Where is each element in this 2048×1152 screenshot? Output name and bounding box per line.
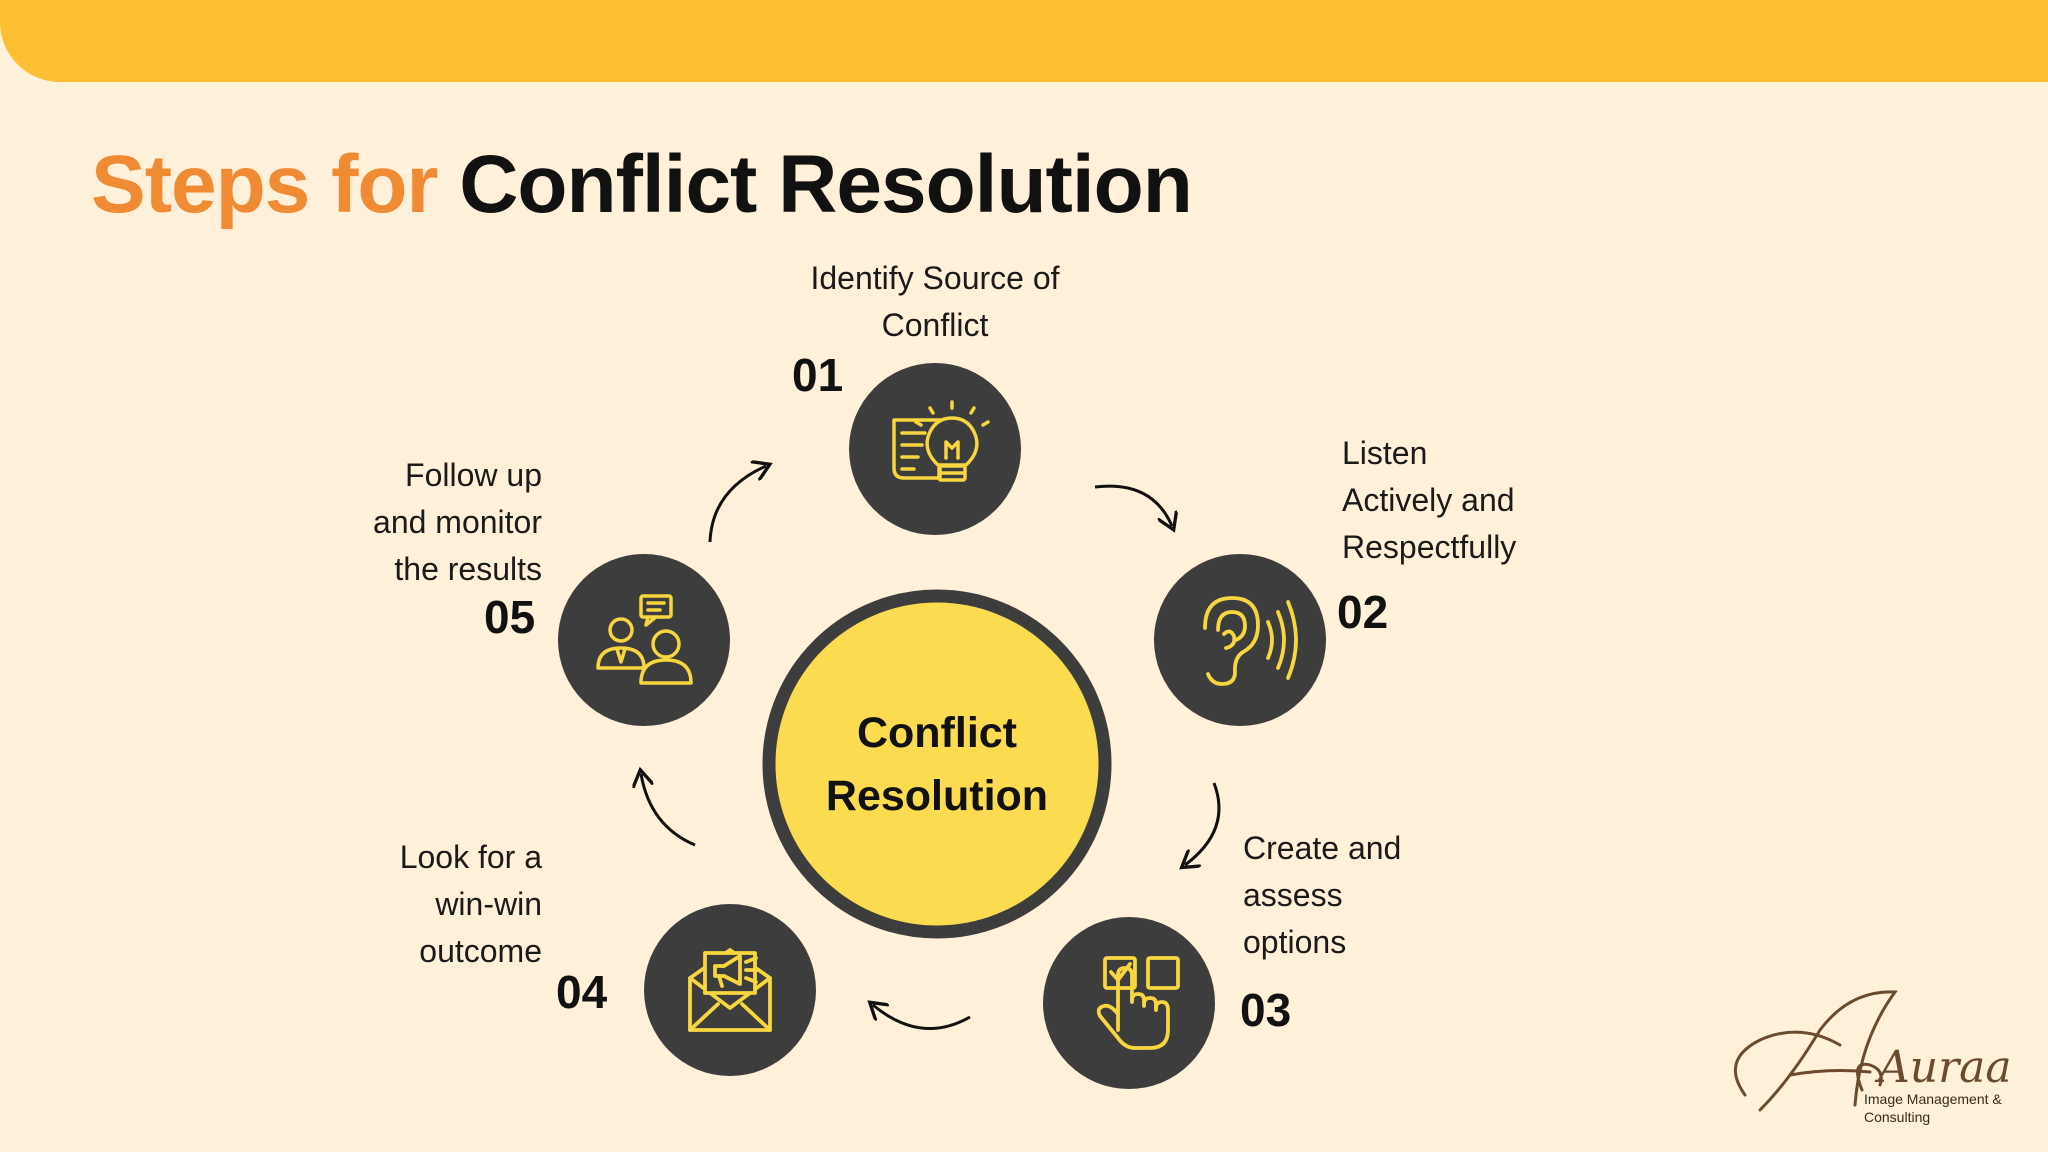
step-04-number: 04 [556, 966, 608, 1018]
step-02-number: 02 [1337, 586, 1389, 638]
center-line-2: Resolution [825, 772, 1049, 820]
logo-sub-line-2: Consulting [1864, 1109, 1931, 1125]
logo-sub-line-1: Image Management & [1864, 1091, 2002, 1107]
step-01-node [849, 363, 1021, 535]
step-04-line-1: Look for a [399, 839, 542, 875]
logo-subtitle: Image Management & Consulting [1864, 1090, 2002, 1126]
step-04-label: Look for a win-win outcome [340, 834, 542, 975]
lightbulb-document-icon [892, 400, 990, 482]
step-04-node [644, 904, 816, 1076]
center-line-1: Conflict [856, 709, 1018, 757]
step-05-line-1: Follow up [405, 457, 542, 493]
center-circle [762, 589, 1112, 939]
page-title: Steps for Conflict Resolution [91, 138, 1193, 232]
arrow-05-to-01 [708, 466, 766, 543]
step-02-label: Listen Actively and Respectfully [1342, 430, 1582, 571]
title-accent: Steps for [91, 139, 438, 230]
people-chat-icon [596, 594, 693, 685]
logo-script: Auraa [1874, 1042, 2012, 1093]
arrow-04-to-05 [641, 774, 696, 847]
step-02-node [1154, 554, 1326, 726]
step-04-line-3: outcome [419, 933, 542, 969]
arrow-03-to-04 [873, 1005, 971, 1030]
step-05-line-2: and monitor [373, 504, 542, 540]
step-05-label: Follow up and monitor the results [320, 452, 542, 593]
arrow-01-to-02 [1094, 484, 1172, 526]
step-03-label: Create and assess options [1243, 825, 1443, 966]
title-main: Conflict Resolution [459, 139, 1193, 230]
center-label: Conflict Resolution [757, 702, 1117, 828]
step-03-line-2: assess [1243, 877, 1343, 913]
step-01-line-1: Identify Source of [810, 260, 1060, 296]
step-02-line-3: Respectfully [1342, 529, 1517, 565]
logo-mark [1734, 990, 1898, 1112]
envelope-megaphone-icon [688, 948, 772, 1032]
step-03-node [1043, 917, 1215, 1089]
ear-listening-icon [1203, 596, 1298, 686]
top-banner [0, 0, 2048, 82]
step-01-line-2: Conflict [881, 307, 989, 343]
step-02-line-2: Actively and [1342, 482, 1515, 518]
step-04-line-2: win-win [435, 886, 542, 922]
step-05-node [558, 554, 730, 726]
step-03-line-1: Create and [1243, 830, 1402, 866]
step-01-label: Identify Source of Conflict [780, 255, 1090, 349]
step-03-number: 03 [1240, 984, 1292, 1036]
step-05-line-3: the results [394, 551, 542, 587]
hand-checkbox-icon [1096, 956, 1180, 1050]
step-03-line-3: options [1243, 924, 1347, 960]
step-02-line-1: Listen [1342, 435, 1428, 471]
arrow-02-to-03 [1185, 782, 1221, 865]
step-05-number: 05 [484, 591, 536, 643]
step-01-number: 01 [792, 349, 844, 401]
